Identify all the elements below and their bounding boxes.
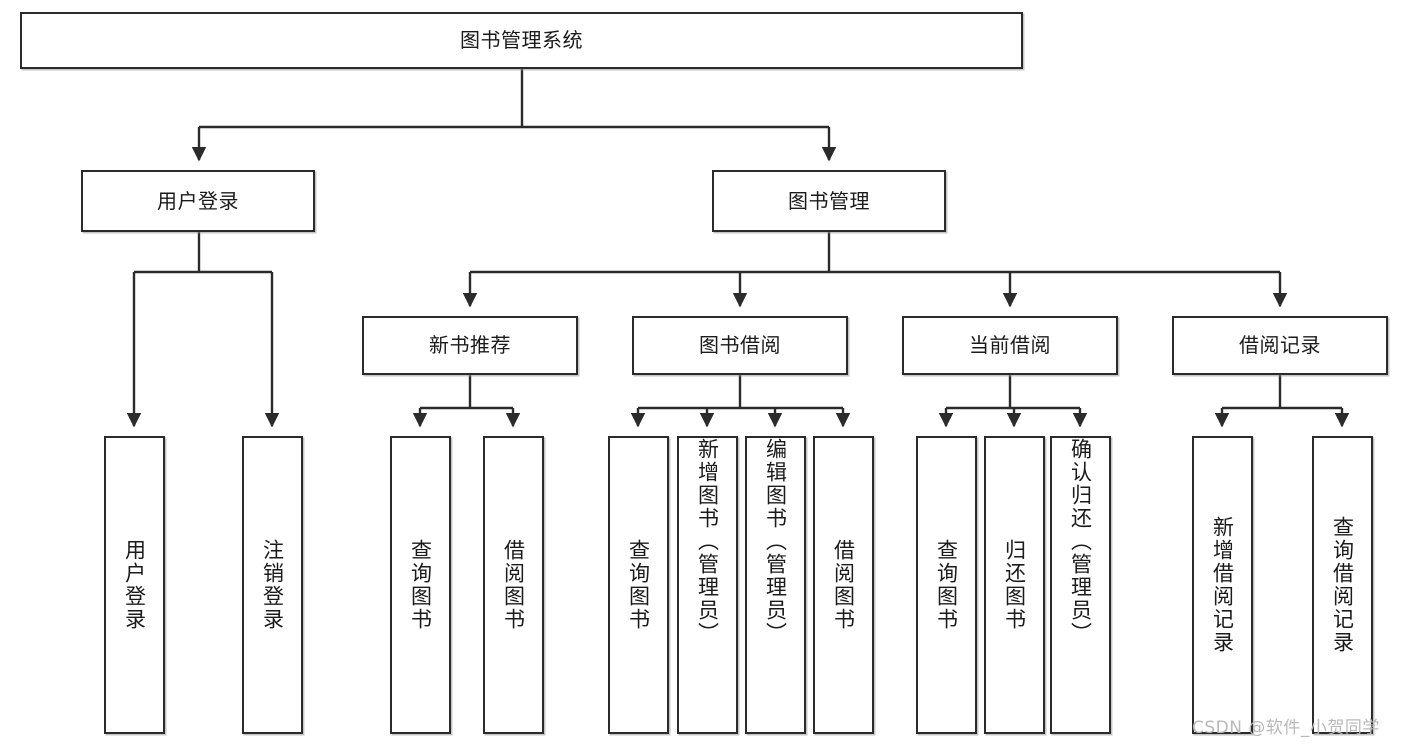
leaf-borrow-book-2[interactable]: 借阅图书 [813,436,874,734]
leaf-query-book-1[interactable]: 查询图书 [390,436,451,734]
node-new-book-recommend[interactable]: 新书推荐 [362,316,578,375]
leaf-query-book-3[interactable]: 查询图书 [916,436,977,734]
leaf-borrow-book-2-label: 借阅图书 [831,539,856,631]
node-user-login[interactable]: 用户登录 [81,170,315,232]
leaf-borrow-book-1-label: 借阅图书 [501,539,526,631]
node-new-book-recommend-label: 新书推荐 [429,333,511,357]
node-book-manage[interactable]: 图书管理 [712,170,946,232]
node-borrow-record[interactable]: 借阅记录 [1172,316,1388,375]
node-root[interactable]: 图书管理系统 [20,12,1023,69]
node-book-borrow[interactable]: 图书借阅 [632,316,848,375]
watermark-csdn: CSDN @软件_小贺同学 [1192,718,1380,738]
node-current-borrow-label: 当前借阅 [969,333,1051,357]
leaf-user-login-label: 用户登录 [122,539,147,631]
leaf-add-book-label: 新增图书（管理员） [695,438,720,645]
leaf-query-book-2[interactable]: 查询图书 [608,436,669,734]
node-current-borrow[interactable]: 当前借阅 [902,316,1118,375]
leaf-return-book-label: 归还图书 [1002,539,1027,631]
leaf-confirm-return-label: 确认归还（管理员） [1068,438,1093,645]
leaf-logout-login[interactable]: 注销登录 [242,436,303,734]
leaf-query-book-3-label: 查询图书 [934,539,959,631]
leaf-query-book-2-label: 查询图书 [626,539,651,631]
node-user-login-label: 用户登录 [157,188,239,213]
node-book-borrow-label: 图书借阅 [699,333,781,357]
leaf-add-book[interactable]: 新增图书（管理员） [677,436,738,734]
leaf-add-record-label: 新增借阅记录 [1210,516,1235,654]
leaf-edit-book[interactable]: 编辑图书（管理员） [745,436,806,734]
node-book-manage-label: 图书管理 [788,188,870,213]
node-borrow-record-label: 借阅记录 [1239,333,1321,357]
leaf-add-record[interactable]: 新增借阅记录 [1192,436,1253,734]
leaf-return-book[interactable]: 归还图书 [984,436,1045,734]
leaf-logout-login-label: 注销登录 [260,539,285,631]
leaf-borrow-book-1[interactable]: 借阅图书 [483,436,544,734]
leaf-confirm-return[interactable]: 确认归还（管理员） [1050,436,1111,734]
leaf-edit-book-label: 编辑图书（管理员） [763,438,788,645]
leaf-query-book-1-label: 查询图书 [408,539,433,631]
node-root-label: 图书管理系统 [460,28,583,52]
leaf-query-record-label: 查询借阅记录 [1330,516,1355,654]
leaf-query-record[interactable]: 查询借阅记录 [1312,436,1373,734]
leaf-user-login[interactable]: 用户登录 [104,436,165,734]
